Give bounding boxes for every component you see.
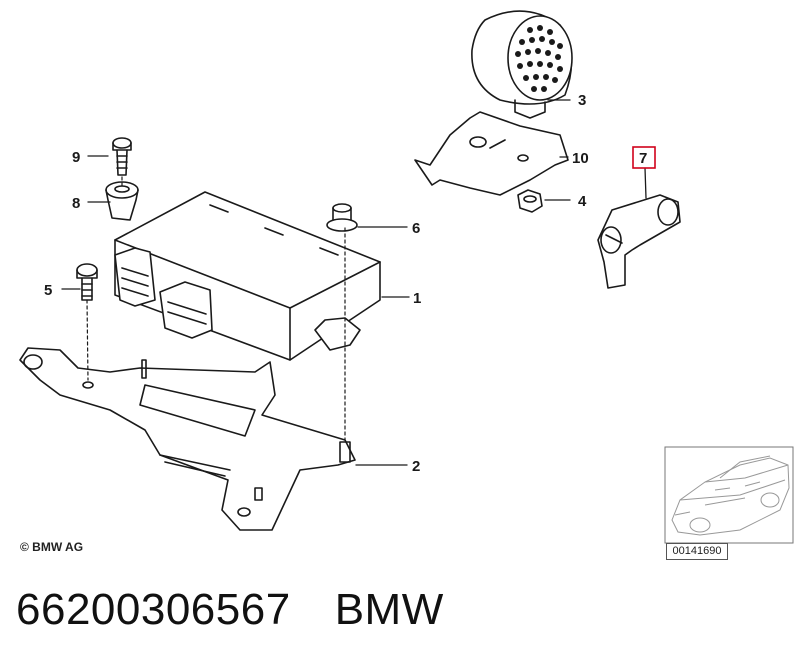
callout-9: 9 bbox=[72, 149, 80, 166]
callout-8: 8 bbox=[72, 195, 80, 212]
callout-7: 7 bbox=[639, 150, 647, 167]
callout-6: 6 bbox=[412, 220, 420, 237]
callout-2: 2 bbox=[412, 458, 420, 475]
sensor-part-7 bbox=[597, 194, 681, 289]
mounting-plate-part-2 bbox=[19, 347, 356, 531]
callout-3: 3 bbox=[578, 92, 586, 109]
assembly-lines bbox=[86, 176, 346, 441]
callout-10: 10 bbox=[572, 150, 589, 167]
screw-part-9 bbox=[112, 137, 132, 176]
copyright-notice: © BMW AG bbox=[20, 540, 84, 554]
brand-name: BMW bbox=[334, 585, 444, 634]
diagram-reference-number: 00141690 bbox=[666, 543, 728, 560]
vehicle-thumbnail bbox=[664, 446, 794, 544]
callout-1: 1 bbox=[413, 290, 421, 307]
standoff-part-6 bbox=[326, 203, 358, 232]
callout-4: 4 bbox=[578, 193, 587, 210]
part-footer: 66200306567 BMW bbox=[16, 585, 444, 635]
buzzer-part-3 bbox=[471, 10, 573, 119]
callout-5: 5 bbox=[44, 282, 52, 299]
bracket-part-10 bbox=[414, 111, 569, 196]
leader-lines bbox=[61, 99, 647, 466]
grommet-part-8 bbox=[105, 181, 139, 221]
part-number: 66200306567 bbox=[16, 585, 291, 634]
bolt-part-5 bbox=[76, 263, 98, 301]
nut-part-4 bbox=[517, 189, 543, 213]
callout-7-highlight-box bbox=[632, 146, 656, 169]
control-module-part-1 bbox=[114, 191, 381, 361]
